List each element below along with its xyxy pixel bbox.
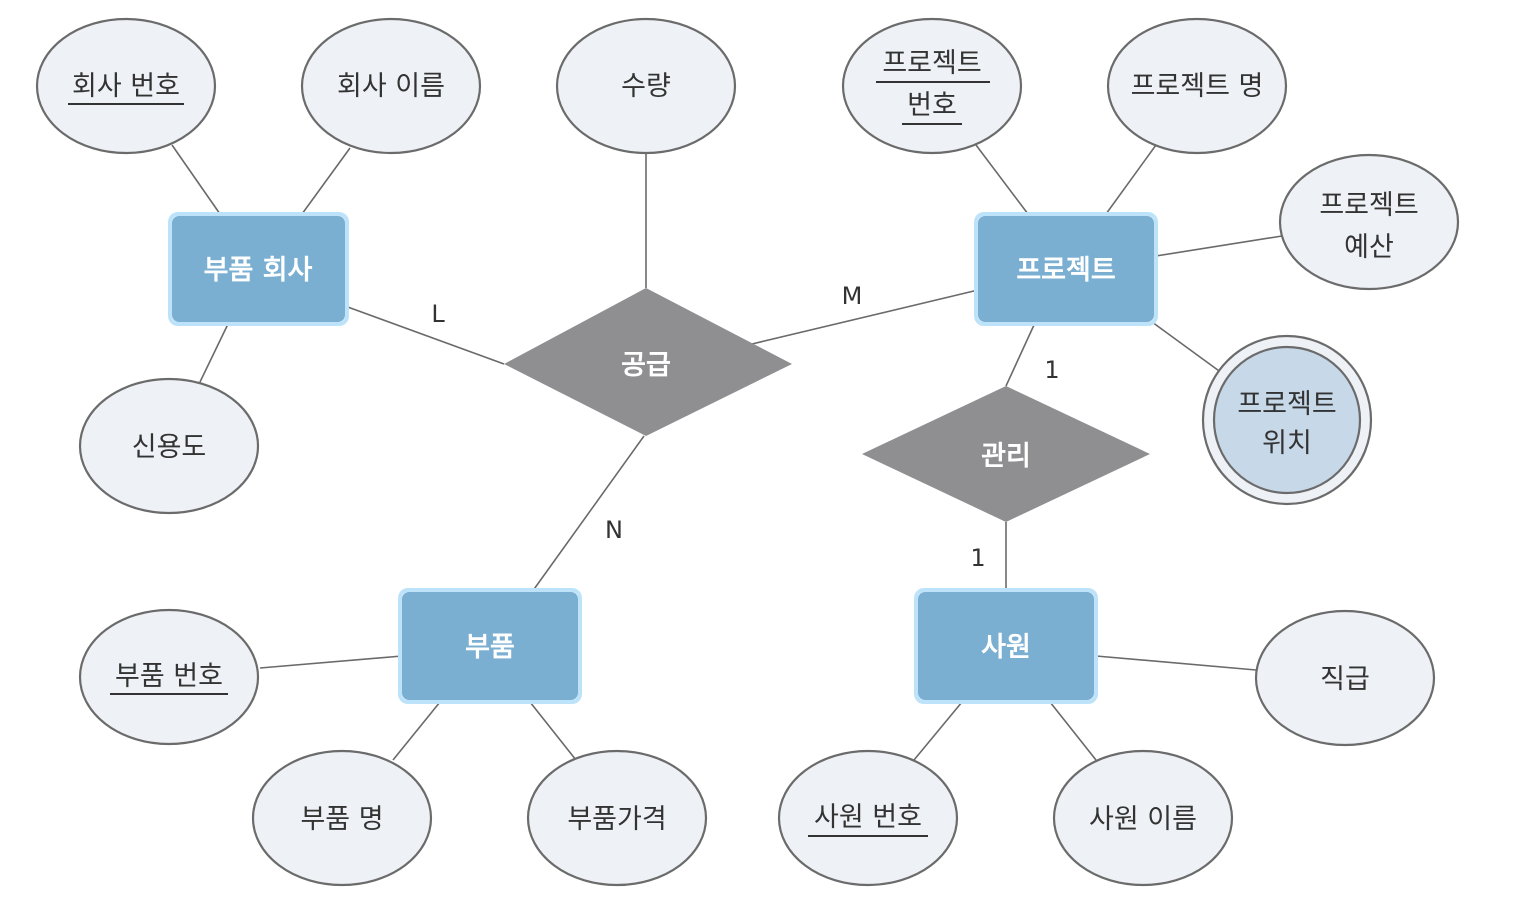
attribute-part-no[interactable]: 부품 번호 <box>78 608 260 746</box>
connector-lines <box>171 144 1283 761</box>
entity-project[interactable]: 프로젝트 <box>974 212 1158 326</box>
attribute-project-no-label-2: 번호 <box>907 90 957 121</box>
line-project-name <box>1105 144 1157 215</box>
attribute-part-no-label: 부품 번호 <box>115 661 223 692</box>
line-credit <box>199 323 229 383</box>
line-company-name <box>301 147 351 215</box>
attribute-project-location-label-1: 프로젝트 <box>1237 389 1336 420</box>
line-supply-project <box>751 289 979 345</box>
line-part-name <box>392 701 441 761</box>
attribute-project-no-label-1: 프로젝트 <box>882 48 981 79</box>
entity-employee-label: 사원 <box>981 632 1031 663</box>
line-company-no <box>171 144 221 215</box>
relationship-supply[interactable]: 공급 <box>504 288 792 436</box>
entity-part-label: 부품 <box>465 632 515 663</box>
attribute-credit[interactable]: 신용도 <box>78 377 260 515</box>
line-supply-part <box>531 435 645 593</box>
relationship-manage-label: 관리 <box>981 441 1031 472</box>
attribute-quantity[interactable]: 수량 <box>555 17 737 155</box>
attribute-part-name-label: 부품 명 <box>300 804 383 835</box>
line-project-location <box>1151 321 1227 377</box>
attribute-emp-name-label: 사원 이름 <box>1089 804 1197 835</box>
attribute-rank-label: 직급 <box>1320 664 1370 695</box>
line-part-no <box>259 655 403 669</box>
attribute-project-no[interactable]: 프로젝트 번호 <box>841 17 1023 155</box>
attribute-rank[interactable]: 직급 <box>1254 609 1436 747</box>
attribute-part-name[interactable]: 부품 명 <box>251 749 433 887</box>
entity-project-label: 프로젝트 <box>1016 255 1115 286</box>
attribute-project-name-label: 프로젝트 명 <box>1131 71 1264 102</box>
line-emp-no <box>913 701 963 761</box>
cardinality-manage-employee: 1 <box>970 544 985 572</box>
entity-part-company[interactable]: 부품 회사 <box>168 212 349 326</box>
line-emp-name <box>1049 701 1097 761</box>
line-rank <box>1095 655 1257 671</box>
relationship-manage[interactable]: 관리 <box>862 386 1150 522</box>
line-project-manage <box>1005 324 1035 387</box>
relationship-supply-label: 공급 <box>621 350 671 381</box>
cardinality-manage-project: 1 <box>1044 356 1059 384</box>
entity-part-company-label: 부품 회사 <box>204 255 313 286</box>
attribute-project-budget-label-2: 예산 <box>1344 232 1394 263</box>
attribute-part-price-label: 부품가격 <box>567 804 666 835</box>
attribute-company-no-label: 회사 번호 <box>72 71 180 102</box>
entity-employee[interactable]: 사원 <box>914 588 1098 704</box>
attribute-emp-name[interactable]: 사원 이름 <box>1052 749 1234 887</box>
attribute-company-name-label: 회사 이름 <box>337 71 445 102</box>
attribute-credit-label: 신용도 <box>132 432 207 463</box>
cardinality-supply-part-company: L <box>431 300 445 328</box>
entity-part[interactable]: 부품 <box>398 588 582 704</box>
line-company-supply <box>344 305 505 365</box>
attribute-project-location[interactable]: 프로젝트 위치 <box>1201 334 1373 506</box>
attribute-emp-no-label: 사원 번호 <box>814 802 922 833</box>
cardinality-supply-part: N <box>605 516 623 544</box>
attribute-part-price[interactable]: 부품가격 <box>526 749 708 887</box>
line-project-no <box>975 144 1029 215</box>
attribute-company-name[interactable]: 회사 이름 <box>300 17 482 155</box>
attribute-project-budget[interactable]: 프로젝트 예산 <box>1278 153 1460 291</box>
attribute-quantity-label: 수량 <box>621 71 671 102</box>
attribute-project-budget-label-1: 프로젝트 <box>1319 190 1418 221</box>
line-project-budget <box>1155 235 1283 257</box>
attribute-project-location-label-2: 위치 <box>1262 428 1312 459</box>
attribute-emp-no[interactable]: 사원 번호 <box>777 749 959 887</box>
cardinality-supply-project: M <box>842 282 863 310</box>
attribute-company-no[interactable]: 회사 번호 <box>35 17 217 155</box>
attribute-project-name[interactable]: 프로젝트 명 <box>1106 17 1288 155</box>
line-part-price <box>529 701 577 761</box>
